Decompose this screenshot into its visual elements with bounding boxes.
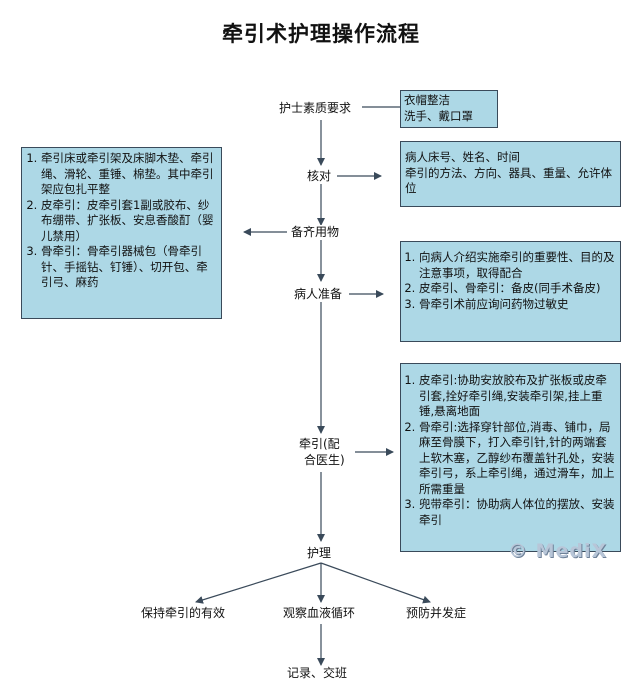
page-title: 牵引术护理操作流程 xyxy=(222,22,420,46)
box-traction-items: 皮牵引:协助安放胶布及扩张板或皮牵引套,拴好牵引绳,安装牵引架,挂上重锤,悬离地… xyxy=(400,363,621,552)
traction-item: 骨牵引:选择穿针部位,消毒、铺巾，局麻至骨膜下，打入牵引针,针的两端套上软木塞，… xyxy=(419,420,616,498)
patient-item: 皮牵引、骨牵引：备皮(同手术备皮) xyxy=(419,281,616,297)
patient-item: 向病人介绍实施牵引的重要性、目的及注意事项，取得配合 xyxy=(419,250,616,281)
patient-text: 骨牵引术前应询问药物过敏史 xyxy=(419,296,569,311)
node-keep-effective: 保持牵引的有效 xyxy=(141,606,226,621)
node-prevent-complications: 预防并发症 xyxy=(406,606,467,621)
traction-text: 皮牵引:协助安放胶布及扩张板或皮牵引套,拴好牵引绳,安装牵引架,挂上重锤,悬离地… xyxy=(419,373,607,418)
node-traction: 牵引(配 合医生) xyxy=(294,436,345,468)
supplies-item: 骨牵引：骨牵引器械包（骨牵引针、手摇钻、钉锤）、切开包、牵引弓、麻药 xyxy=(41,244,216,291)
arrow-nursing-keep xyxy=(195,562,322,604)
patient-item: 骨牵引术前应询问药物过敏史 xyxy=(419,297,616,313)
box-patient-items: 向病人介绍实施牵引的重要性、目的及注意事项，取得配合 皮牵引、骨牵引：备皮(同手… xyxy=(400,241,621,342)
patient-text: 向病人介绍实施牵引的重要性、目的及注意事项，取得配合 xyxy=(419,250,615,280)
node-check: 核对 xyxy=(307,169,332,184)
node-traction-line1: 牵引(配 xyxy=(299,437,340,451)
traction-item: 皮牵引:协助安放胶布及扩张板或皮牵引套,拴好牵引绳,安装牵引架,挂上重锤,悬离地… xyxy=(419,373,616,420)
supplies-text: 骨牵引：骨牵引器械包（骨牵引针、手摇钻、钉锤）、切开包、牵引弓、麻药 xyxy=(41,244,208,289)
box-check-line: 牵引的方法、方向、器具、重量、允许体位 xyxy=(405,165,612,196)
box-attire-line: 洗手、戴口罩 xyxy=(404,108,473,123)
node-patient-prep: 病人准备 xyxy=(294,287,343,302)
supplies-text: 皮牵引：皮牵引套1副或胶布、纱布绷带、扩张板、安息香酸酊（婴儿禁用） xyxy=(41,197,214,243)
supplies-item: 牵引床或牵引架及床脚木垫、牵引绳、滑轮、重锤、棉垫。其中牵引架应包扎平整 xyxy=(41,151,216,198)
node-prepare-items: 备齐用物 xyxy=(291,225,340,240)
node-traction-line2: 合医生) xyxy=(304,453,345,467)
traction-text: 骨牵引:选择穿针部位,消毒、铺巾，局麻至骨膜下，打入牵引针,针的两端套上软木塞，… xyxy=(419,419,615,496)
supplies-text: 牵引床或牵引架及床脚木垫、牵引绳、滑轮、重锤、棉垫。其中牵引架应包扎平整 xyxy=(41,151,214,196)
box-check-line: 病人床号、姓名、时间 xyxy=(405,150,520,164)
box-check-items: 病人床号、姓名、时间 牵引的方法、方向、器具、重量、允许体位 xyxy=(400,141,621,207)
node-record-handover: 记录、交班 xyxy=(287,666,348,681)
patient-text: 皮牵引、骨牵引：备皮(同手术备皮) xyxy=(419,281,601,295)
arrow-nursing-prevent xyxy=(320,562,431,604)
node-nursing: 护理 xyxy=(307,546,332,561)
box-attire: 衣帽整洁 洗手、戴口罩 xyxy=(400,90,498,128)
box-attire-line: 衣帽整洁 xyxy=(404,93,450,107)
watermark: © MediX xyxy=(508,540,608,562)
node-observe-blood: 观察血液循环 xyxy=(283,606,356,621)
traction-text: 兜带牵引：协助病人体位的摆放、安装牵引 xyxy=(419,497,615,527)
traction-item: 兜带牵引：协助病人体位的摆放、安装牵引 xyxy=(419,497,616,528)
node-nurse-requirement: 护士素质要求 xyxy=(279,101,352,116)
box-supplies: 牵引床或牵引架及床脚木垫、牵引绳、滑轮、重锤、棉垫。其中牵引架应包扎平整 皮牵引… xyxy=(21,147,222,319)
supplies-item: 皮牵引：皮牵引套1副或胶布、纱布绷带、扩张板、安息香酸酊（婴儿禁用） xyxy=(41,198,216,245)
